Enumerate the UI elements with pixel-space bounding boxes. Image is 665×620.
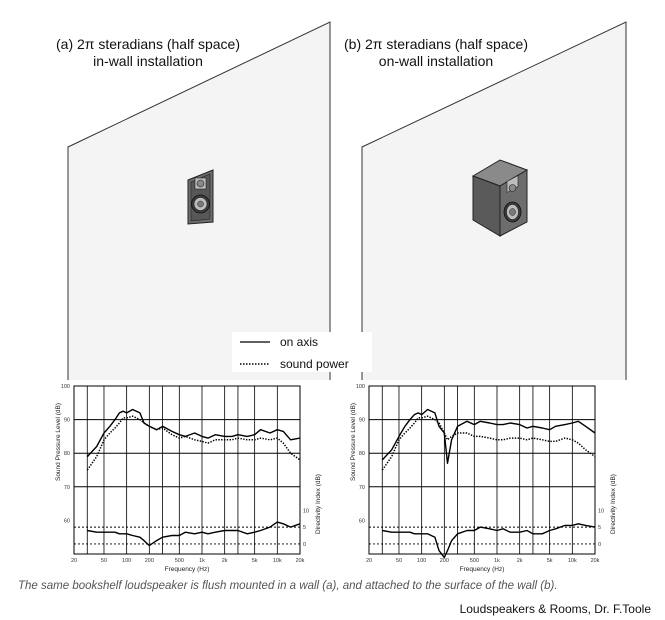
- plot-frame: [368, 385, 596, 555]
- y-tick-label: 100: [61, 384, 70, 390]
- x-tick-label: 500: [470, 558, 479, 564]
- y-axis-label: Sound Pressure Level (dB): [350, 403, 357, 481]
- x-tick-label: 50: [101, 558, 107, 564]
- x-tick-label: 500: [175, 558, 184, 564]
- panel-b-title-line1: (b) 2π steradians (half space): [344, 36, 528, 52]
- y-tick-label: 80: [359, 451, 365, 457]
- x-tick-label: 5k: [547, 558, 553, 564]
- series-line-sound-power: [381, 415, 596, 471]
- panel-a-title-line2: in-wall installation: [93, 53, 203, 69]
- series-line-directivity-index: [382, 523, 596, 559]
- y-axis-label: Sound Pressure Level (dB): [55, 403, 62, 481]
- x-axis-label: Frequency (Hz): [460, 566, 505, 573]
- legend-sound-power-label: sound power: [280, 357, 349, 371]
- y2-tick-label: 5: [303, 525, 306, 531]
- x-tick-label: 1k: [199, 558, 205, 564]
- x-tick-label: 200: [440, 558, 449, 564]
- y2-tick-label: 0: [303, 542, 306, 548]
- y-tick-label: 90: [64, 418, 70, 424]
- y2-tick-label: 5: [598, 525, 601, 531]
- series-line-directivity-index: [87, 521, 301, 547]
- figure-credit: Loudspeakers & Rooms, Dr. F.Toole: [459, 602, 651, 616]
- panel-b-title: (b) 2π steradians (half space) on-wall i…: [336, 36, 536, 70]
- y2-tick-label: 10: [303, 508, 309, 514]
- legend-box: [232, 332, 372, 372]
- x-tick-label: 100: [122, 558, 131, 564]
- x-tick-label: 5k: [252, 558, 258, 564]
- x-tick-label: 10k: [273, 558, 282, 564]
- illustration: [67, 21, 627, 380]
- speaker-box-icon: [471, 159, 529, 237]
- x-tick-label: 2k: [517, 558, 523, 564]
- plot-frame: [73, 385, 301, 555]
- panel-a-title: (a) 2π steradians (half space) in-wall i…: [48, 36, 248, 70]
- y-tick-label: 70: [64, 485, 70, 491]
- y-tick-label: 100: [356, 384, 365, 390]
- x-tick-label: 10k: [568, 558, 577, 564]
- x-tick-label: 20k: [591, 558, 600, 564]
- speaker-flush-icon: [187, 169, 214, 225]
- y2-tick-label: 10: [598, 508, 604, 514]
- x-tick-label: 20k: [296, 558, 305, 564]
- y-tick-label: 60: [359, 518, 365, 524]
- panel-b-title-line2: on-wall installation: [378, 53, 494, 69]
- y-tick-label: 90: [359, 418, 365, 424]
- y-tick-label: 70: [359, 485, 365, 491]
- x-tick-label: 1k: [494, 558, 500, 564]
- x-tick-label: 2k: [222, 558, 228, 564]
- y2-axis-label: Directivity Index (dB): [610, 474, 617, 534]
- x-axis-label: Frequency (Hz): [165, 566, 210, 573]
- y2-axis-label: Directivity Index (dB): [315, 474, 322, 534]
- x-tick-label: 20: [366, 558, 372, 564]
- y-tick-label: 60: [64, 518, 70, 524]
- x-tick-label: 200: [145, 558, 154, 564]
- y2-tick-label: 0: [598, 542, 601, 548]
- panel-a-title-line1: (a) 2π steradians (half space): [56, 36, 240, 52]
- x-tick-label: 50: [396, 558, 402, 564]
- x-tick-label: 20: [71, 558, 77, 564]
- x-tick-label: 100: [417, 558, 426, 564]
- series-line-sound-power: [86, 415, 301, 471]
- legend-on-axis-label: on axis: [280, 335, 319, 349]
- series-line-on-axis: [381, 408, 596, 465]
- figure-caption: The same bookshelf loudspeaker is flush …: [18, 580, 558, 592]
- series-line-on-axis: [86, 408, 301, 458]
- y-tick-label: 80: [64, 451, 70, 457]
